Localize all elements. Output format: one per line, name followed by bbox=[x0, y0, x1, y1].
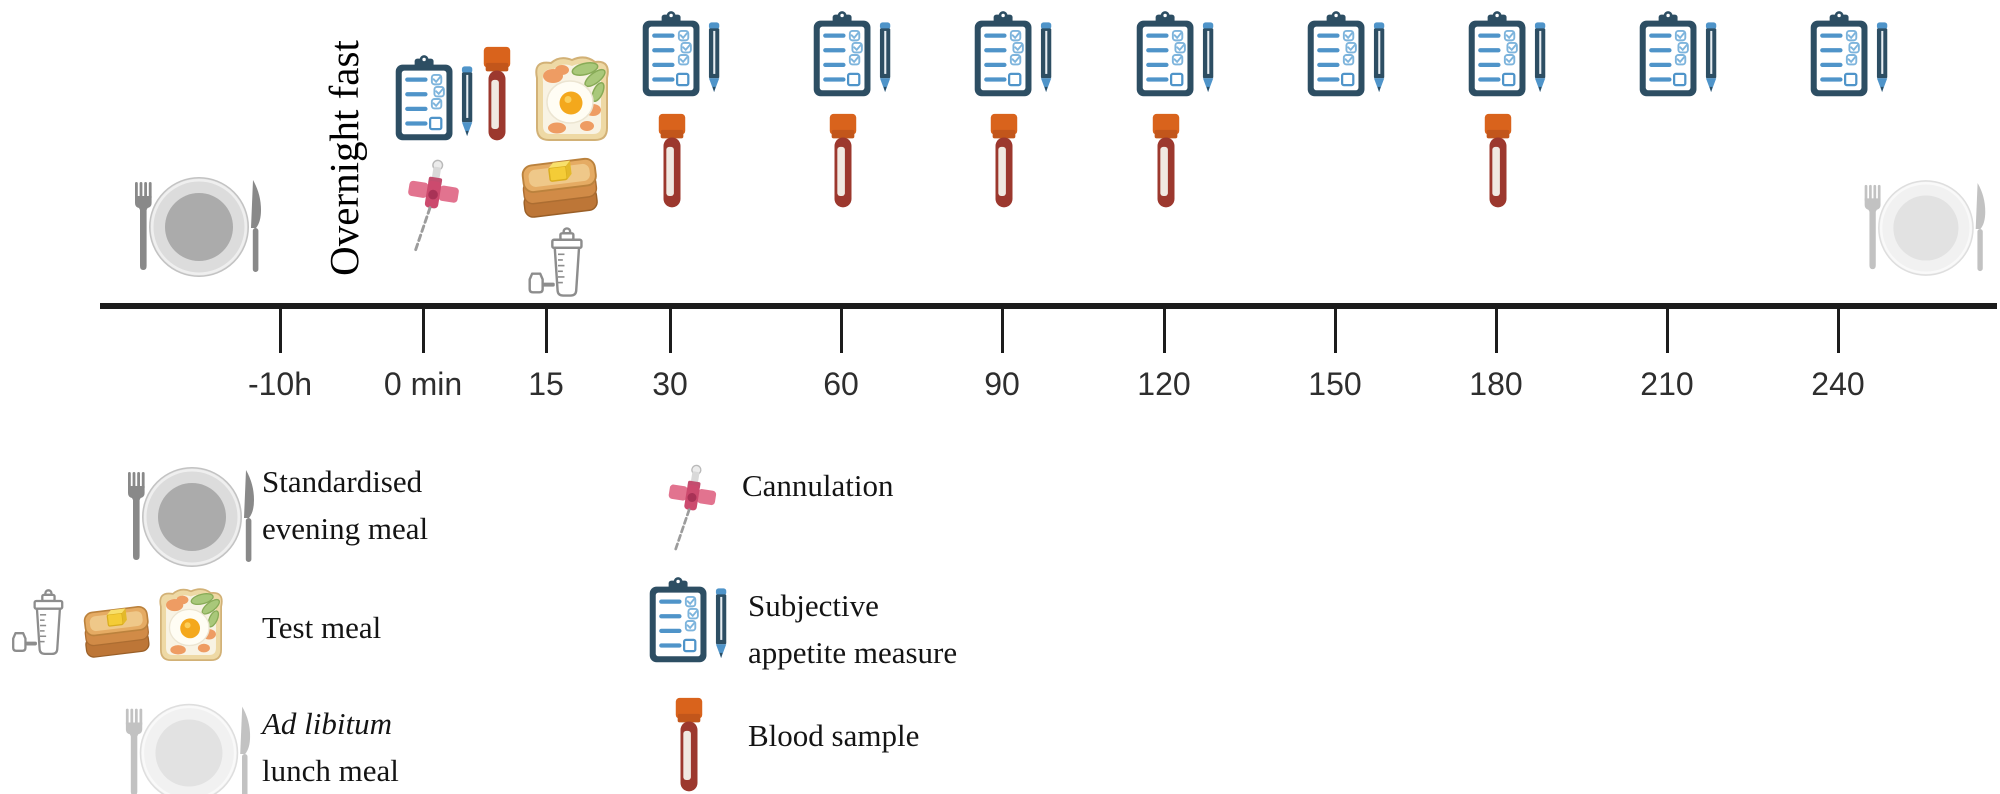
blood-sample-legend-icon bbox=[672, 696, 706, 794]
axis-tick-label: 0 min bbox=[383, 366, 463, 402]
subjective-appetite-icon bbox=[394, 52, 480, 146]
legend-label-standardised-evening-meal: Standardised evening meal bbox=[262, 458, 428, 552]
axis-tick bbox=[421, 309, 425, 353]
axis-tick-label: 60 bbox=[823, 366, 859, 402]
axis-tick bbox=[1162, 309, 1166, 353]
test-meal-buttered-toast-legend-icon bbox=[78, 598, 154, 666]
standardised-evening-meal-icon bbox=[127, 168, 267, 286]
axis-tick-label: 240 bbox=[1811, 366, 1865, 402]
legend-label-test-meal: Test meal bbox=[262, 604, 381, 651]
subjective-appetite-icon bbox=[812, 8, 898, 102]
subjective-appetite-icon bbox=[1306, 8, 1392, 102]
legend-label-ad-libitum-lunch-meal: Ad libitum lunch meal bbox=[262, 700, 399, 794]
blood-sample-icon bbox=[1149, 112, 1183, 212]
subjective-appetite-icon bbox=[1809, 8, 1895, 102]
lunch-meal-legend-icon bbox=[118, 694, 256, 794]
axis-tick bbox=[668, 309, 672, 353]
legend-label-line: Blood sample bbox=[748, 718, 920, 753]
blood-sample-icon bbox=[655, 112, 689, 212]
blood-sample-icon bbox=[480, 45, 514, 145]
test-meal-egg-toast-icon bbox=[529, 52, 615, 144]
axis-tick bbox=[1836, 309, 1840, 353]
legend-label-line: Cannulation bbox=[742, 468, 894, 503]
legend-label-subjective-appetite-measure: Subjective appetite measure bbox=[748, 582, 957, 676]
legend-label-line: Standardised bbox=[262, 464, 423, 499]
subjective-appetite-icon bbox=[1467, 8, 1553, 102]
subjective-appetite-icon bbox=[1135, 8, 1221, 102]
blood-sample-icon bbox=[987, 112, 1021, 212]
axis-tick-label: 150 bbox=[1308, 366, 1362, 402]
subjective-appetite-icon bbox=[641, 8, 727, 102]
subjective-appetite-legend-icon bbox=[648, 574, 734, 668]
subjective-appetite-icon bbox=[973, 8, 1059, 102]
legend-label-line: evening meal bbox=[262, 511, 429, 546]
axis-tick-label: -10h bbox=[247, 366, 313, 402]
axis-tick bbox=[1665, 309, 1669, 353]
legend-label-line: appetite measure bbox=[748, 635, 958, 670]
blood-sample-icon bbox=[1481, 112, 1515, 212]
cannulation-icon bbox=[403, 158, 461, 258]
subjective-appetite-icon bbox=[1638, 8, 1724, 102]
cannulation-legend-icon bbox=[664, 462, 718, 558]
legend-label-cannulation: Cannulation bbox=[742, 462, 894, 509]
axis-tick bbox=[544, 309, 548, 353]
axis-tick-label: 210 bbox=[1640, 366, 1694, 402]
ad-libitum-lunch-meal-icon bbox=[1857, 169, 1991, 287]
test-meal-buttered-toast-icon bbox=[515, 152, 603, 224]
axis-tick-label: 120 bbox=[1137, 366, 1191, 402]
axis-tick-label: 30 bbox=[652, 366, 688, 402]
axis-tick bbox=[1494, 309, 1498, 353]
overnight-fast-label: Overnight fast bbox=[321, 40, 367, 276]
test-meal-egg-toast-legend-icon bbox=[154, 584, 228, 664]
axis-tick bbox=[1000, 309, 1004, 353]
legend-label-blood-sample: Blood sample bbox=[748, 712, 919, 759]
legend-label-line: Ad libitum bbox=[262, 706, 393, 741]
legend-label-line: Subjective bbox=[748, 588, 879, 623]
axis-tick bbox=[839, 309, 843, 353]
axis-tick bbox=[278, 309, 282, 353]
axis-tick-label: 15 bbox=[528, 366, 564, 402]
axis-tick bbox=[1333, 309, 1337, 353]
legend-label-line: lunch meal bbox=[262, 753, 399, 788]
test-meal-shake-bottle-icon bbox=[518, 226, 598, 302]
test-meal-shake-bottle-legend-icon bbox=[4, 588, 76, 660]
evening-meal-legend-icon bbox=[120, 458, 260, 576]
timeline-axis bbox=[100, 303, 1997, 309]
axis-tick-label: 90 bbox=[984, 366, 1020, 402]
axis-tick-label: 180 bbox=[1469, 366, 1523, 402]
blood-sample-icon bbox=[826, 112, 860, 212]
legend-label-line: Test meal bbox=[262, 610, 382, 645]
